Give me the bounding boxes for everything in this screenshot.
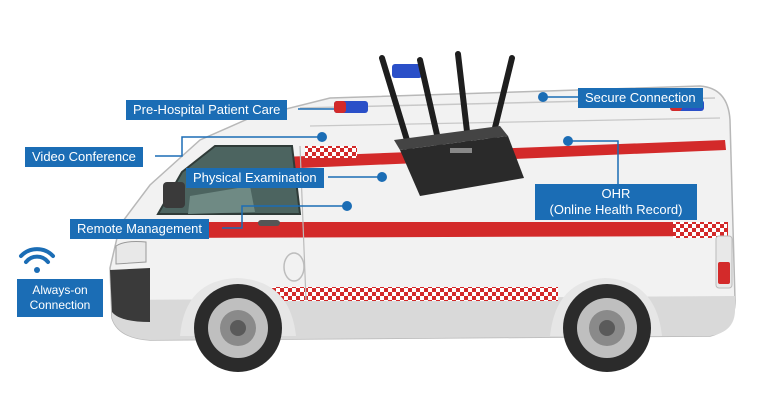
wifi-icon bbox=[19, 247, 55, 273]
callout-pre-hospital: Pre-Hospital Patient Care bbox=[126, 100, 288, 120]
roof-light-top bbox=[392, 64, 422, 78]
leader-dots bbox=[317, 92, 573, 211]
headlight bbox=[115, 241, 147, 265]
callout-ohr: OHR (Online Health Record) bbox=[535, 184, 697, 220]
rear-light-red bbox=[718, 262, 730, 284]
rear-wheel bbox=[550, 278, 662, 372]
door-handle bbox=[258, 220, 280, 226]
callout-always-on: Always-on Connection bbox=[17, 279, 103, 317]
leader-lines bbox=[155, 96, 619, 229]
always-on-line-2: Connection bbox=[29, 298, 91, 312]
checker-rear-right bbox=[673, 222, 727, 238]
callout-physical-examination: Physical Examination bbox=[186, 168, 324, 188]
window-seat bbox=[188, 186, 255, 214]
checker-upper-front bbox=[305, 146, 357, 158]
side-mirror bbox=[163, 182, 185, 208]
roof-light-front-red bbox=[334, 101, 346, 113]
front-wheel bbox=[180, 278, 296, 372]
lower-red-stripe bbox=[157, 222, 728, 238]
callout-video-conference: Video Conference bbox=[25, 147, 143, 167]
callout-secure-connection: Secure Connection bbox=[578, 88, 703, 108]
roof-line-2 bbox=[309, 117, 721, 127]
ohr-line-1: OHR bbox=[601, 186, 631, 201]
always-on-line-1: Always-on bbox=[32, 283, 88, 297]
front-bumper bbox=[110, 268, 150, 322]
ohr-line-2: (Online Health Record) bbox=[549, 202, 683, 217]
checker-bottom bbox=[272, 287, 558, 301]
callout-remote-management: Remote Management bbox=[70, 219, 210, 239]
fuel-cap bbox=[283, 252, 305, 282]
router-device bbox=[379, 51, 524, 196]
